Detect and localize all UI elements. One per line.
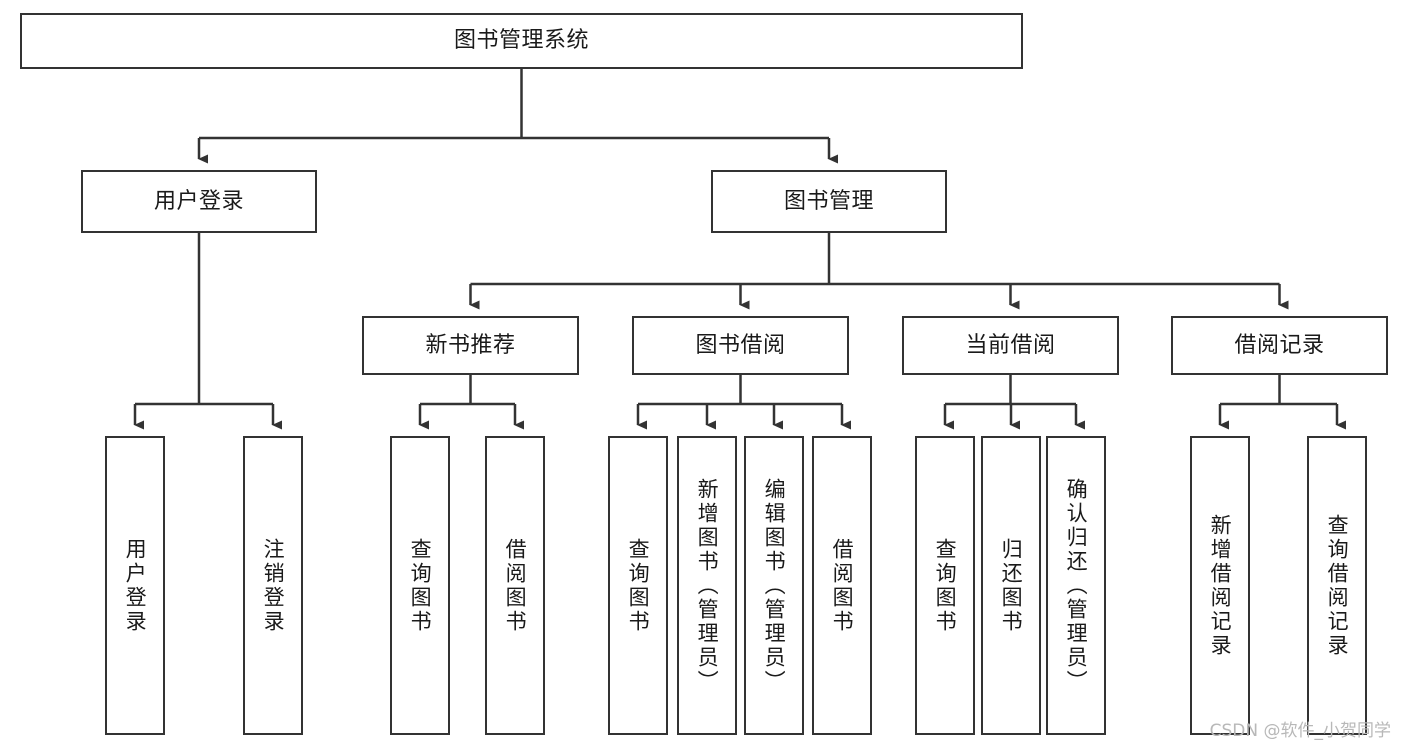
node-current-borrow[interactable]: 当前借阅	[902, 316, 1119, 375]
node-book-management-label: 图书管理	[783, 188, 874, 214]
leaf-borrow-book-recommend[interactable]: 借阅图书	[485, 436, 545, 735]
node-borrow-record[interactable]: 借阅记录	[1171, 316, 1388, 375]
watermark-text: CSDN @软件_小贺同学	[1209, 721, 1391, 741]
node-book-management[interactable]: 图书管理	[711, 170, 947, 233]
leaf-query-book-borrow-label: 查询图书	[626, 537, 651, 634]
leaf-borrow-book-label: 借阅图书	[830, 537, 855, 634]
leaf-return-book[interactable]: 归还图书	[981, 436, 1041, 735]
leaf-borrow-book[interactable]: 借阅图书	[812, 436, 872, 735]
node-borrow-record-label: 借阅记录	[1234, 332, 1325, 358]
leaf-logout-label: 注销登录	[261, 537, 286, 634]
leaf-add-book-admin[interactable]: 新增图书（管理员）	[677, 436, 737, 735]
leaf-logout[interactable]: 注销登录	[243, 436, 303, 735]
leaf-query-book-borrow[interactable]: 查询图书	[608, 436, 668, 735]
leaf-confirm-return-admin[interactable]: 确认归还（管理员）	[1046, 436, 1106, 735]
leaf-query-book-recommend-label: 查询图书	[408, 537, 433, 634]
leaf-query-borrow-record[interactable]: 查询借阅记录	[1307, 436, 1367, 735]
leaf-query-book-recommend[interactable]: 查询图书	[390, 436, 450, 735]
node-root[interactable]: 图书管理系统	[20, 13, 1023, 69]
node-user-login[interactable]: 用户登录	[81, 170, 317, 233]
leaf-borrow-book-recommend-label: 借阅图书	[503, 537, 528, 634]
leaf-edit-book-admin-label: 编辑图书（管理员）	[762, 477, 787, 694]
leaf-query-borrow-record-label: 查询借阅记录	[1325, 513, 1350, 658]
leaf-confirm-return-admin-label: 确认归还（管理员）	[1064, 477, 1089, 694]
leaf-edit-book-admin[interactable]: 编辑图书（管理员）	[744, 436, 804, 735]
node-current-borrow-label: 当前借阅	[965, 332, 1056, 358]
leaf-query-book-current-label: 查询图书	[933, 537, 958, 634]
leaf-user-login-label: 用户登录	[123, 537, 148, 634]
leaf-user-login[interactable]: 用户登录	[105, 436, 165, 735]
leaf-add-book-admin-label: 新增图书（管理员）	[695, 477, 720, 694]
leaf-query-book-current[interactable]: 查询图书	[915, 436, 975, 735]
node-book-borrow-label: 图书借阅	[695, 332, 786, 358]
node-book-borrow[interactable]: 图书借阅	[632, 316, 849, 375]
node-root-label: 图书管理系统	[453, 28, 589, 54]
leaf-return-book-label: 归还图书	[999, 537, 1024, 634]
node-new-book-recommendation[interactable]: 新书推荐	[362, 316, 579, 375]
node-new-book-recommendation-label: 新书推荐	[425, 332, 516, 358]
leaf-add-borrow-record[interactable]: 新增借阅记录	[1190, 436, 1250, 735]
leaf-add-borrow-record-label: 新增借阅记录	[1208, 513, 1233, 658]
node-user-login-label: 用户登录	[153, 188, 244, 214]
